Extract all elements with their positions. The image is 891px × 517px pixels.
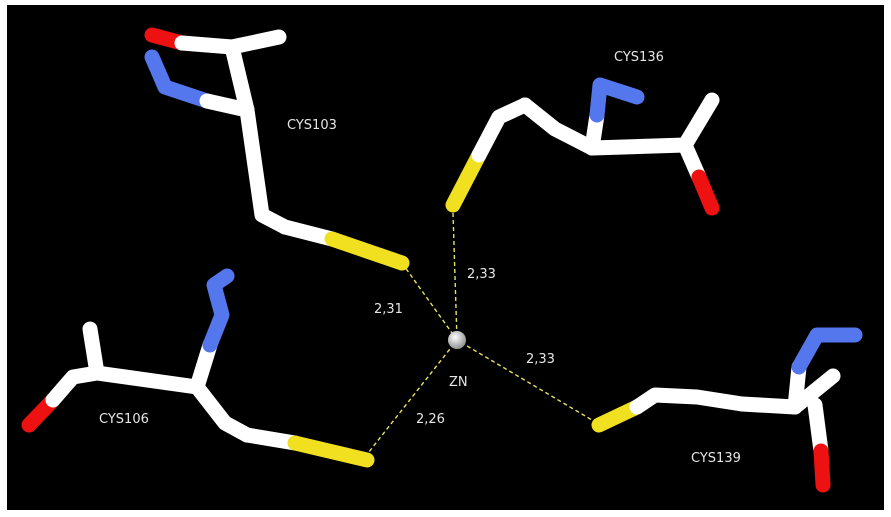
bond-c-oxt — [677, 92, 720, 153]
distance-label-cys139: 2,33 — [526, 352, 555, 367]
residue-cys139[interactable] — [591, 327, 863, 493]
residue-label-cys136: CYS136 — [614, 50, 664, 65]
residue-label-cys106: CYS106 — [99, 412, 149, 427]
bond-ca-c — [584, 137, 693, 156]
residue-cys136[interactable] — [445, 77, 720, 216]
sulfur-atom — [324, 231, 410, 271]
bond-ca-c — [807, 397, 829, 459]
bond-cb-ca — [734, 396, 803, 415]
bond-cb-s — [239, 427, 303, 451]
bond-cb-s — [277, 219, 340, 247]
residue-label-cys103: CYS103 — [287, 118, 337, 133]
bond-c-ca — [224, 39, 255, 118]
bond-n-ca — [144, 49, 215, 109]
residue-cys106[interactable] — [21, 268, 375, 468]
zinc-label: ZN — [449, 375, 468, 390]
bond-n — [202, 268, 235, 353]
bond-ca-cb — [189, 379, 255, 443]
zinc-atom[interactable] — [448, 331, 466, 349]
distance-label-cys136: 2,33 — [467, 267, 496, 282]
distance-line-cys106 — [364, 339, 458, 458]
bond-c-ca — [89, 365, 205, 395]
distance-line-cys136 — [452, 212, 458, 341]
bond-s-cb — [629, 387, 750, 415]
bond-n — [791, 327, 863, 375]
oxygen-atom — [691, 169, 720, 216]
sulfur-atom — [287, 435, 375, 468]
bond-ca-cb2 — [787, 368, 841, 415]
bond-o-c — [45, 365, 105, 408]
bond-cb-ca — [517, 97, 600, 156]
bond-s-cb — [471, 97, 533, 163]
distance-lines — [364, 212, 598, 458]
molecule-scene[interactable]: CYS103 CYS136 CYS106 CYS139 ZN 2,31 2,33… — [7, 5, 884, 510]
oxygen-atom — [813, 443, 831, 493]
distance-label-cys106: 2,26 — [416, 412, 445, 427]
sulfur-atom — [445, 147, 487, 213]
distance-label-cys103: 2,31 — [374, 302, 403, 317]
bond-n — [589, 77, 645, 123]
residue-label-cys139: CYS139 — [691, 451, 741, 466]
bond-ca-cb — [239, 102, 293, 235]
distance-line-cys139 — [456, 339, 598, 424]
molecule-viewer[interactable]: CYS103 CYS136 CYS106 CYS139 ZN 2,31 2,33… — [7, 5, 884, 510]
residue-cys103[interactable] — [144, 27, 410, 271]
distance-line-cys103 — [401, 262, 458, 341]
